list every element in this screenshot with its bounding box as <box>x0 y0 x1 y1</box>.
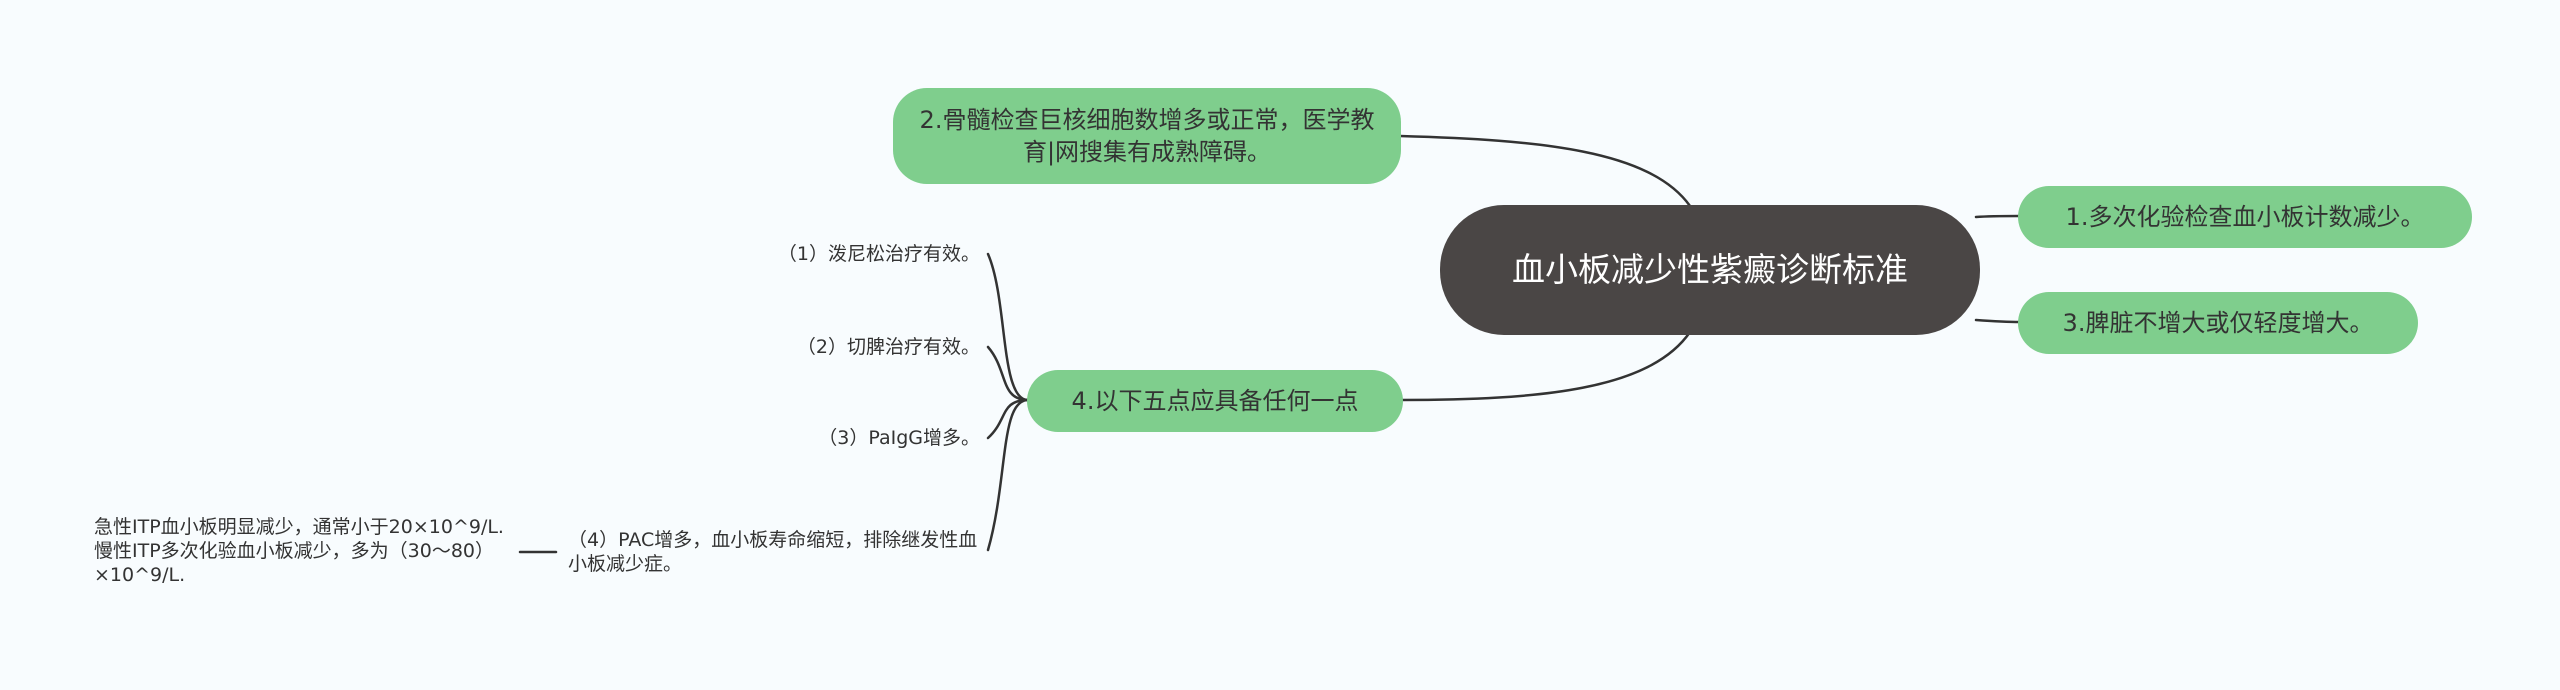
branch-1[interactable]: 1.多次化验检查血小板计数减少。 <box>2018 186 2472 248</box>
root-topic-label: 血小板减少性紫癜诊断标准 <box>1512 250 1908 289</box>
branch-4-label: 4.以下五点应具备任何一点 <box>1071 387 1359 415</box>
leaf-1-label: （1）泼尼松治疗有效。 <box>777 243 980 265</box>
link-root-b4 <box>1398 330 1692 402</box>
link-root-b2 <box>1398 134 1692 208</box>
leaf-1[interactable]: （1）泼尼松治疗有效。 <box>700 242 980 266</box>
leaf-3[interactable]: （3）PaIgG增多。 <box>700 426 980 450</box>
branch-2-label: 2.骨髓检查巨核细胞数增多或正常，医学教育|网搜集有成熟障碍。 <box>919 106 1375 166</box>
link-b4-l2 <box>986 345 1030 402</box>
branch-3-label: 3.脾脏不增大或仅轻度增大。 <box>2062 309 2374 337</box>
leaf-5[interactable]: 急性ITP血小板明显减少，通常小于20×10^9/L. 慢性ITP多次化验血小板… <box>94 515 512 587</box>
leaf-5-label: 急性ITP血小板明显减少，通常小于20×10^9/L. 慢性ITP多次化验血小板… <box>94 516 504 586</box>
branch-1-label: 1.多次化验检查血小板计数减少。 <box>2065 203 2425 231</box>
leaf-3-label: （3）PaIgG增多。 <box>818 427 980 449</box>
leaf-4[interactable]: （4）PAC增多，血小板寿命缩短，排除继发性血小板减少症。 <box>568 528 978 576</box>
leaf-2[interactable]: （2）切脾治疗有效。 <box>700 335 980 359</box>
link-root-b3 <box>1974 318 2022 324</box>
branch-3[interactable]: 3.脾脏不增大或仅轻度增大。 <box>2018 292 2418 354</box>
branch-2[interactable]: 2.骨髓检查巨核细胞数增多或正常，医学教育|网搜集有成熟障碍。 <box>893 88 1401 184</box>
root-topic[interactable]: 血小板减少性紫癜诊断标准 <box>1440 205 1980 335</box>
link-b4-l1 <box>986 252 1030 402</box>
leaf-4-label: （4）PAC增多，血小板寿命缩短，排除继发性血小板减少症。 <box>568 529 978 575</box>
branch-4[interactable]: 4.以下五点应具备任何一点 <box>1027 370 1403 432</box>
leaf-2-label: （2）切脾治疗有效。 <box>796 336 980 358</box>
link-root-b1 <box>1974 214 2022 219</box>
link-b4-l4 <box>986 398 1030 552</box>
